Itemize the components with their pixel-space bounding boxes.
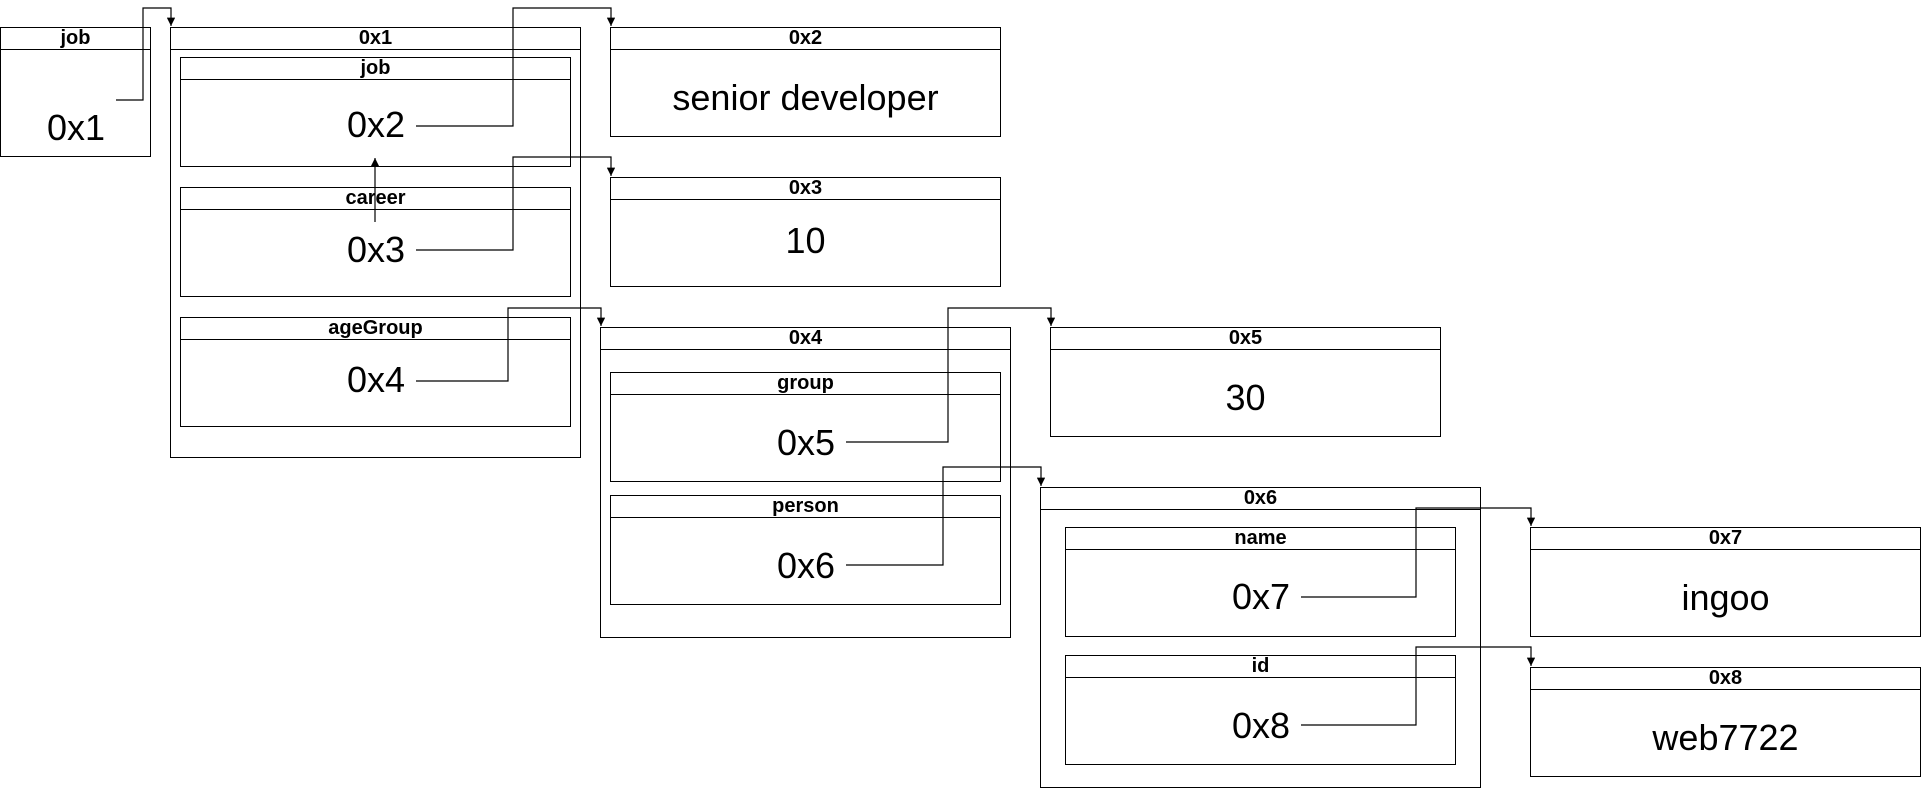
object-0x7-box: 0x7 ingoo: [1530, 527, 1921, 637]
object-address: 0x4: [601, 328, 1010, 350]
field-pointer: 0x5: [777, 422, 836, 463]
field-pointer: 0x4: [347, 359, 406, 400]
field-group-box: group 0x5: [610, 372, 1001, 482]
object-0x3-box: 0x3 10: [610, 177, 1001, 287]
field-pointer: 0x3: [347, 229, 406, 270]
field-name: job: [181, 58, 570, 80]
field-name: name: [1066, 528, 1455, 550]
variable-job-box: job 0x1: [0, 27, 151, 157]
field-name: id: [1066, 656, 1455, 678]
field-job-box: job 0x2: [180, 57, 571, 167]
object-value: 30: [1225, 377, 1266, 418]
variable-name: job: [1, 28, 150, 50]
object-address: 0x5: [1051, 328, 1440, 350]
field-pointer: 0x8: [1232, 705, 1291, 746]
object-0x5-box: 0x5 30: [1050, 327, 1441, 437]
field-pointer: 0x6: [777, 545, 836, 586]
field-name: person: [611, 496, 1000, 518]
field-pointer: 0x7: [1232, 576, 1291, 617]
object-0x2-box: 0x2 senior developer: [610, 27, 1001, 137]
object-address: 0x1: [171, 28, 580, 50]
field-person-box: person 0x6: [610, 495, 1001, 605]
variable-pointer: 0x1: [47, 107, 106, 148]
field-career-box: career 0x3: [180, 187, 571, 297]
field-agegroup-box: ageGroup 0x4: [180, 317, 571, 427]
object-address: 0x7: [1531, 528, 1920, 550]
field-name: career: [181, 188, 570, 210]
object-address: 0x2: [611, 28, 1000, 50]
object-value: web7722: [1652, 717, 1799, 758]
field-id-box: id 0x8: [1065, 655, 1456, 765]
object-address: 0x8: [1531, 668, 1920, 690]
object-0x8-box: 0x8 web7722: [1530, 667, 1921, 777]
object-value: 10: [785, 220, 826, 261]
field-pointer: 0x2: [347, 104, 406, 145]
object-value: senior developer: [672, 77, 939, 118]
object-address: 0x6: [1041, 488, 1480, 510]
field-name: ageGroup: [181, 318, 570, 340]
object-value: ingoo: [1681, 577, 1770, 618]
field-name: group: [611, 373, 1000, 395]
object-address: 0x3: [611, 178, 1000, 200]
field-name-box: name 0x7: [1065, 527, 1456, 637]
